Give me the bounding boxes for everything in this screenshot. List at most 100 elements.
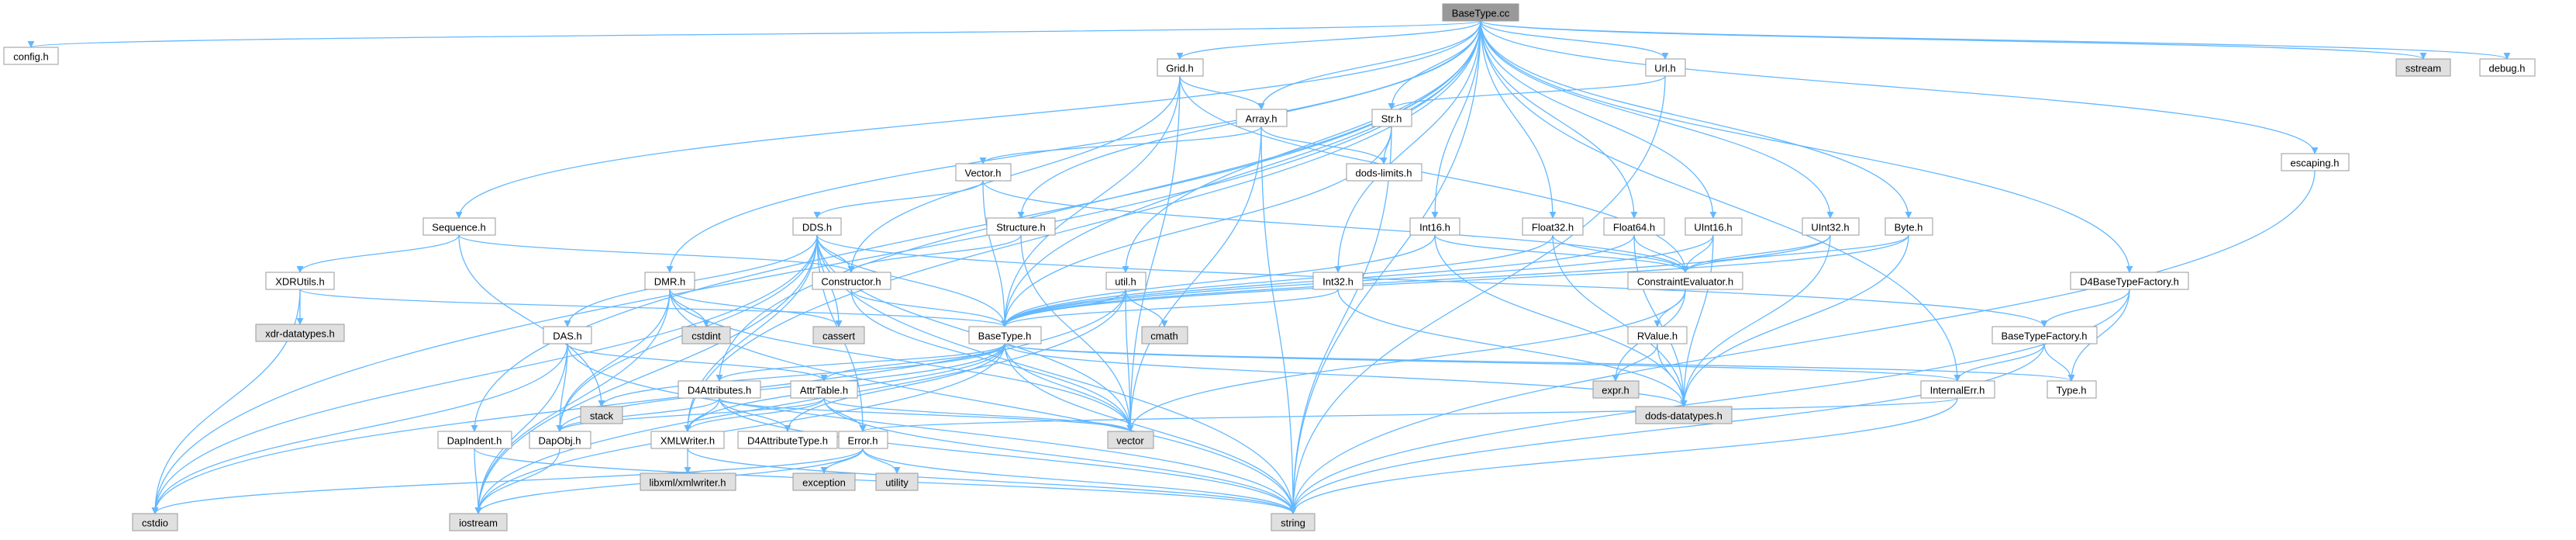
node-iostream: iostream [449, 513, 508, 531]
edge-dds-h-to-basetypefactory-h [816, 234, 2048, 327]
node-box [681, 326, 731, 344]
node-debug-h[interactable]: debug.h [2479, 58, 2536, 77]
node-label: cstdint [691, 331, 721, 342]
node-label: Array.h [1246, 113, 1278, 125]
node-config-h[interactable]: config.h [3, 47, 59, 65]
node-uint32-h[interactable]: UInt32.h [1802, 217, 1860, 236]
node-dmr-h[interactable]: DMR.h [644, 272, 695, 290]
node-url-h[interactable]: Url.h [1645, 58, 1686, 77]
node-constraintevaluator-h[interactable]: ConstraintEvaluator.h [1627, 272, 1743, 290]
node-label: DDS.h [802, 222, 832, 234]
edge-byte-h-to-basetype-h [1001, 234, 1909, 327]
node-box [1592, 380, 1640, 399]
node-box [1627, 272, 1743, 290]
node-label: UInt16.h [1694, 222, 1732, 234]
node-dds-h[interactable]: DDS.h [792, 217, 842, 236]
edge-basetype-cc-to-int16-h [1431, 20, 1481, 219]
node-box [132, 513, 178, 531]
node-box [1802, 217, 1860, 236]
node-string: string [1271, 513, 1316, 531]
node-d4attributes-h[interactable]: D4Attributes.h [678, 380, 761, 399]
dependency-edges [28, 20, 2511, 514]
edge-basetype-cc-to-basetype-h [1001, 20, 1481, 327]
node-cstdio: cstdio [132, 513, 178, 531]
node-das-h[interactable]: DAS.h [543, 326, 592, 344]
node-float32-h[interactable]: Float32.h [1522, 217, 1584, 236]
edge-das-h-to-iostream [474, 343, 568, 514]
node-grid-h[interactable]: Grid.h [1157, 58, 1204, 77]
node-int16-h[interactable]: Int16.h [1409, 217, 1460, 236]
node-rvalue-h[interactable]: RValue.h [1627, 326, 1688, 344]
node-box [1107, 431, 1154, 449]
edge-das-h-to-cstdio [151, 343, 568, 514]
node-box [790, 380, 858, 399]
node-d4basetypefactory-h[interactable]: D4BaseTypeFactory.h [2070, 272, 2189, 290]
node-dapobj-h[interactable]: DapObj.h [529, 431, 591, 449]
edge-int32-h-to-basetype-h [1001, 289, 1339, 327]
edge-constraintevaluator-h-to-vector [1126, 289, 1686, 432]
node-xdrutils-h[interactable]: XDRUtils.h [265, 272, 335, 290]
node-vector-h[interactable]: Vector.h [955, 163, 1012, 182]
edge-vector-h-to-constraintevaluator-h [982, 180, 1689, 273]
edge-sequence-h-to-xdrutils-h [296, 234, 460, 273]
node-basetype-h[interactable]: BaseType.h [968, 326, 1042, 344]
edge-float32-h-to-constraintevaluator-h [1552, 234, 1689, 273]
node-label: DMR.h [654, 276, 685, 288]
edge-util-h-to-cmath [1125, 289, 1168, 327]
edge-basetype-h-to-d4attributetype-h [784, 343, 1005, 432]
node-cstdint: cstdint [681, 326, 731, 344]
edge-rvalue-h-to-expr-h [1612, 343, 1658, 382]
node-structure-h[interactable]: Structure.h [986, 217, 1056, 236]
node-box [2281, 153, 2350, 171]
node-attrtable-h[interactable]: AttrTable.h [790, 380, 858, 399]
node-util-h[interactable]: util.h [1105, 272, 1147, 290]
edge-basetype-h-to-iostream [474, 343, 1005, 514]
node-internalerr-h[interactable]: InternalErr.h [1920, 380, 1995, 399]
node-label: Url.h [1654, 63, 1675, 74]
node-constructor-h[interactable]: Constructor.h [812, 272, 891, 290]
edge-basetype-h-to-type-h [1004, 343, 2075, 382]
node-sequence-h[interactable]: Sequence.h [422, 217, 496, 236]
node-box [3, 47, 59, 65]
edge-basetype-cc-to-uint16-h [1480, 20, 1717, 219]
node-dods-limits-h[interactable]: dods-limits.h [1346, 163, 1422, 182]
node-str-h[interactable]: Str.h [1371, 109, 1412, 127]
node-byte-h[interactable]: Byte.h [1885, 217, 1933, 236]
node-type-h[interactable]: Type.h [2047, 380, 2097, 399]
node-label: expr.h [1602, 385, 1629, 396]
node-box [968, 326, 1042, 344]
node-array-h[interactable]: Array.h [1236, 109, 1288, 127]
node-uint16-h[interactable]: UInt16.h [1685, 217, 1743, 236]
node-d4attributetype-h[interactable]: D4AttributeType.h [737, 431, 838, 449]
node-basetypefactory-h[interactable]: BaseTypeFactory.h [1991, 326, 2098, 344]
node-box [1312, 272, 1364, 290]
node-box [265, 272, 335, 290]
node-box [437, 431, 512, 449]
edge-basetype-h-to-vector [1004, 343, 1134, 432]
edge-d4basetypefactory-h-to-string [1289, 289, 2130, 514]
node-dapindent-h[interactable]: DapIndent.h [437, 431, 512, 449]
node-label: cstdio [142, 518, 168, 529]
node-sstream: sstream [2395, 58, 2451, 77]
edge-url-h-to-string [1289, 75, 1666, 514]
edge-das-h-to-string [567, 343, 1297, 514]
node-float64-h[interactable]: Float64.h [1603, 217, 1665, 236]
node-escaping-h[interactable]: escaping.h [2281, 153, 2350, 171]
node-label: Float64.h [1613, 222, 1655, 234]
node-label: ConstraintEvaluator.h [1637, 276, 1733, 288]
node-int32-h[interactable]: Int32.h [1312, 272, 1364, 290]
edge-grid-h-to-array-h [1179, 75, 1265, 110]
node-label: InternalErr.h [1930, 385, 1985, 396]
node-box [640, 472, 736, 491]
edge-array-h-to-string [1260, 126, 1297, 514]
node-label: XDRUtils.h [275, 276, 325, 288]
node-basetype-cc: BaseType.cc [1442, 3, 1519, 22]
node-box [1522, 217, 1584, 236]
node-label: cmath [1150, 331, 1178, 342]
edge-das-h-to-attrtable-h [567, 343, 828, 382]
node-error-h[interactable]: Error.h [838, 431, 888, 449]
node-xmlwriter-h[interactable]: XMLWriter.h [650, 431, 725, 449]
edge-internalerr-h-to-string [1289, 397, 1958, 514]
node-label: Constructor.h [821, 276, 881, 288]
edge-basetype-cc-to-byte-h [1480, 20, 1912, 219]
